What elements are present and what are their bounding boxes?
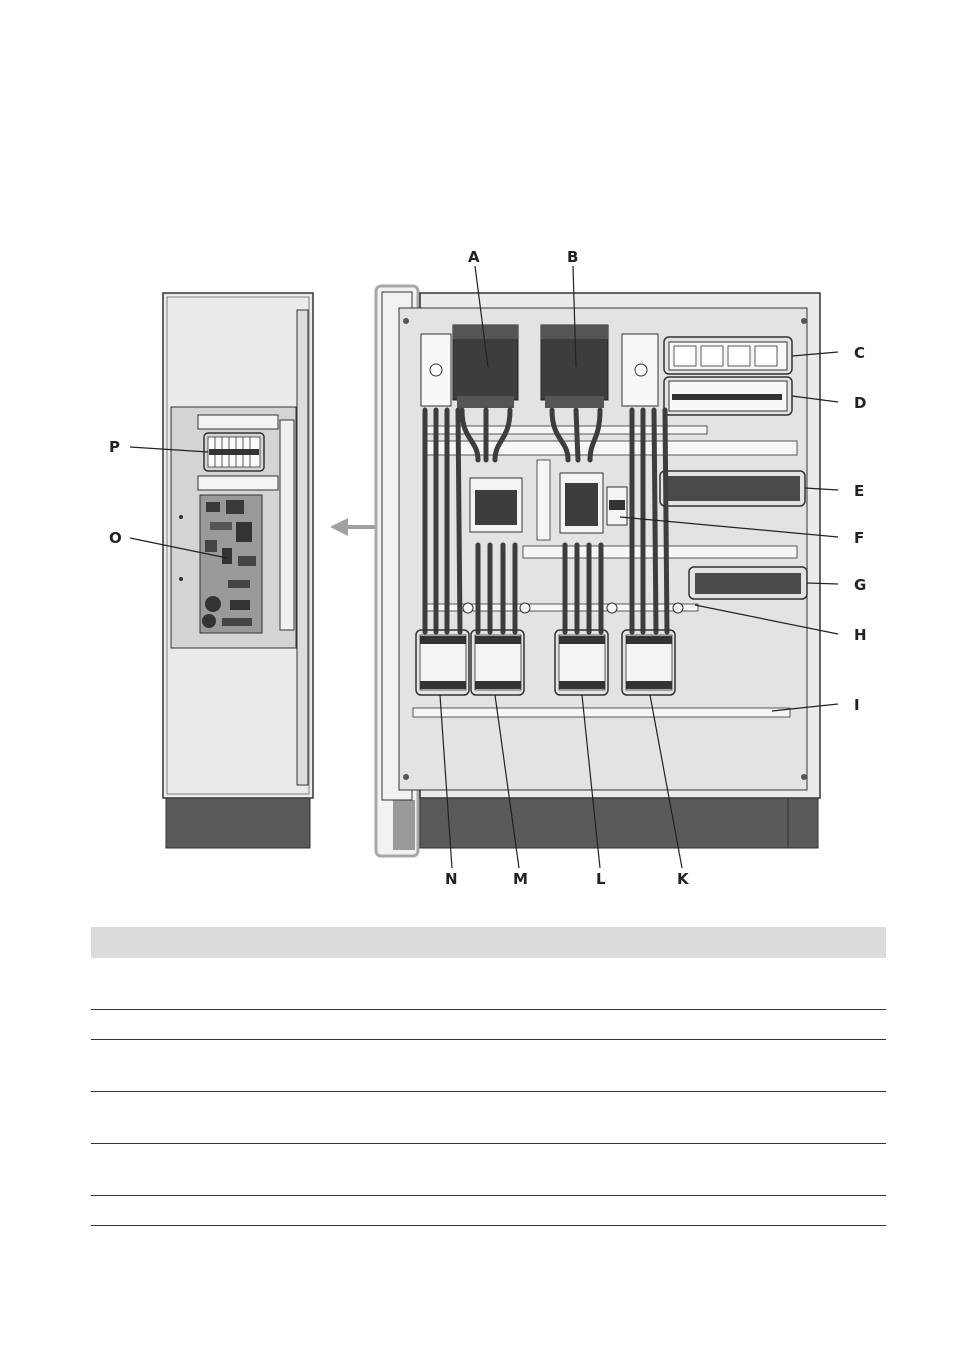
component-e: [659, 470, 806, 507]
label-d: D: [854, 394, 866, 412]
component-c: [663, 336, 793, 375]
side-cabinet: [162, 292, 314, 849]
control-board: [199, 494, 263, 634]
fuse-group-l: [554, 629, 609, 696]
unit-b: [540, 324, 609, 408]
label-n: N: [445, 870, 458, 888]
position-table: [91, 927, 886, 1226]
fuse-group-n: [415, 629, 470, 696]
left-arrow: [330, 518, 380, 536]
table-row: [91, 1196, 886, 1226]
table-row: [91, 1144, 886, 1196]
fuse-group-k: [621, 629, 676, 696]
callout-labels: A B C D E F G H I K L M N O P: [109, 248, 867, 888]
table-row: [91, 1040, 886, 1092]
label-g: G: [854, 576, 866, 594]
label-f: F: [854, 529, 864, 547]
label-k: K: [677, 870, 690, 888]
label-e: E: [854, 482, 864, 500]
cabinet-diagram: A B C D E F G H I K L M N O P: [109, 248, 867, 888]
leader-lines: [129, 265, 839, 869]
label-l: L: [596, 870, 606, 888]
table-row: [91, 1010, 886, 1040]
table-row: [91, 1092, 886, 1144]
label-a: A: [468, 248, 480, 266]
table-row: [91, 958, 886, 1010]
unit-a: [452, 324, 519, 408]
fuse-group-m: [470, 629, 525, 696]
label-b: B: [567, 248, 578, 266]
label-h: H: [854, 626, 867, 644]
component-f: [606, 486, 628, 526]
table-header: [91, 927, 886, 958]
label-i: I: [854, 696, 860, 714]
label-c: C: [854, 344, 865, 362]
label-m: M: [513, 870, 528, 888]
label-p: P: [109, 438, 120, 456]
label-o: O: [109, 529, 122, 547]
small-breaker-row: [203, 432, 265, 472]
main-cabinet: [374, 284, 821, 858]
component-d: [663, 376, 793, 416]
